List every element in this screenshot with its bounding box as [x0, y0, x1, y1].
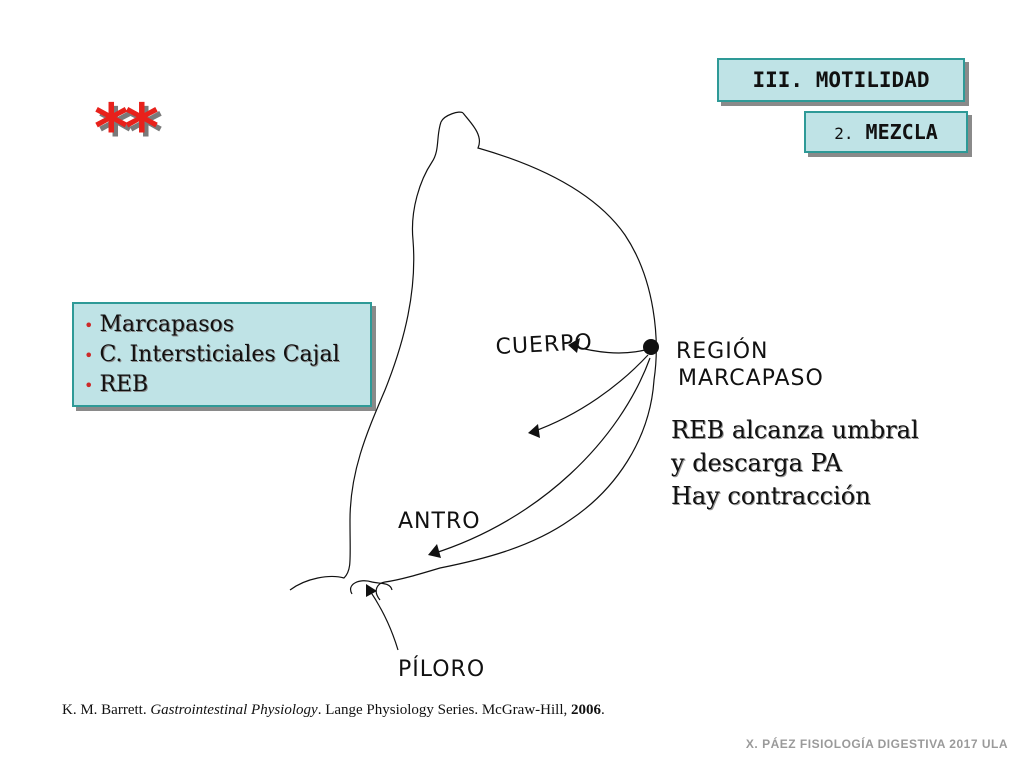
- arrowhead-icon: [428, 544, 441, 558]
- explanation-text: REB alcanza umbral y descarga PA Hay con…: [671, 414, 919, 513]
- bullet-item: • C. Intersticiales Cajal: [84, 340, 360, 370]
- bullet-text: C. Intersticiales Cajal: [99, 342, 340, 367]
- arrowhead-icon: [568, 338, 580, 353]
- reference-year: 2006: [570, 702, 601, 718]
- footer: X. PÁEZ FISIOLOGÍA DIGESTIVA 2017 ULA: [745, 737, 1008, 751]
- reference-authors: K. M. Barrett.: [62, 702, 147, 718]
- label-region: REGIÓN: [676, 338, 769, 364]
- arrowhead-icon: [366, 584, 377, 597]
- esophagus-outline: [440, 111, 464, 123]
- reference-publisher: . Lange Physiology Series. McGraw-Hill,: [317, 702, 568, 718]
- arrow-to-body: [531, 354, 649, 433]
- pacemaker-dot: [643, 339, 659, 355]
- subtitle-number: 2.: [834, 124, 854, 143]
- bullet-text: Marcapasos: [99, 312, 235, 337]
- reference-end: .: [600, 702, 605, 718]
- reference-book: Gastrointestinal Physiology: [150, 702, 318, 718]
- explanation-line: y descarga PA: [671, 449, 842, 477]
- reference-citation: K. M. Barrett. Gastrointestinal Physiolo…: [62, 702, 605, 719]
- arrowhead-icon: [528, 424, 540, 438]
- bullet-dot-icon: •: [84, 376, 94, 395]
- section-title: III. MOTILIDAD: [717, 58, 965, 102]
- section-subtitle: 2. MEZCLA: [804, 111, 968, 153]
- bullet-box: • Marcapasos • C. Intersticiales Cajal • RE…: [72, 302, 372, 407]
- explanation-line: Hay contracción: [671, 482, 871, 510]
- bullet-item: • Marcapasos: [84, 310, 360, 340]
- bullet-text: REB: [99, 372, 149, 397]
- label-antro: ANTRO: [398, 509, 481, 534]
- bullet-dot-icon: •: [84, 346, 94, 365]
- bullet-list: • Marcapasos • C. Intersticiales Cajal • RE…: [84, 310, 360, 400]
- subtitle-text: MEZCLA: [865, 120, 938, 144]
- arrow-to-antro: [431, 357, 651, 555]
- importance-marker: **: [94, 90, 159, 167]
- bullet-item: • REB: [84, 370, 360, 400]
- arrow-to-piloro: [367, 587, 399, 651]
- arrow-to-cuerpo: [571, 345, 646, 354]
- stomach-outline-inner: [289, 121, 442, 591]
- stomach-outline-outer: [375, 112, 657, 601]
- label-piloro: PÍLORO: [398, 656, 485, 682]
- label-marcapaso: MARCAPASO: [678, 366, 824, 391]
- bullet-dot-icon: •: [84, 316, 94, 335]
- explanation-line: REB alcanza umbral: [671, 416, 919, 444]
- label-cuerpo: CUERPO: [495, 330, 593, 360]
- pylorus-outline: [350, 580, 393, 595]
